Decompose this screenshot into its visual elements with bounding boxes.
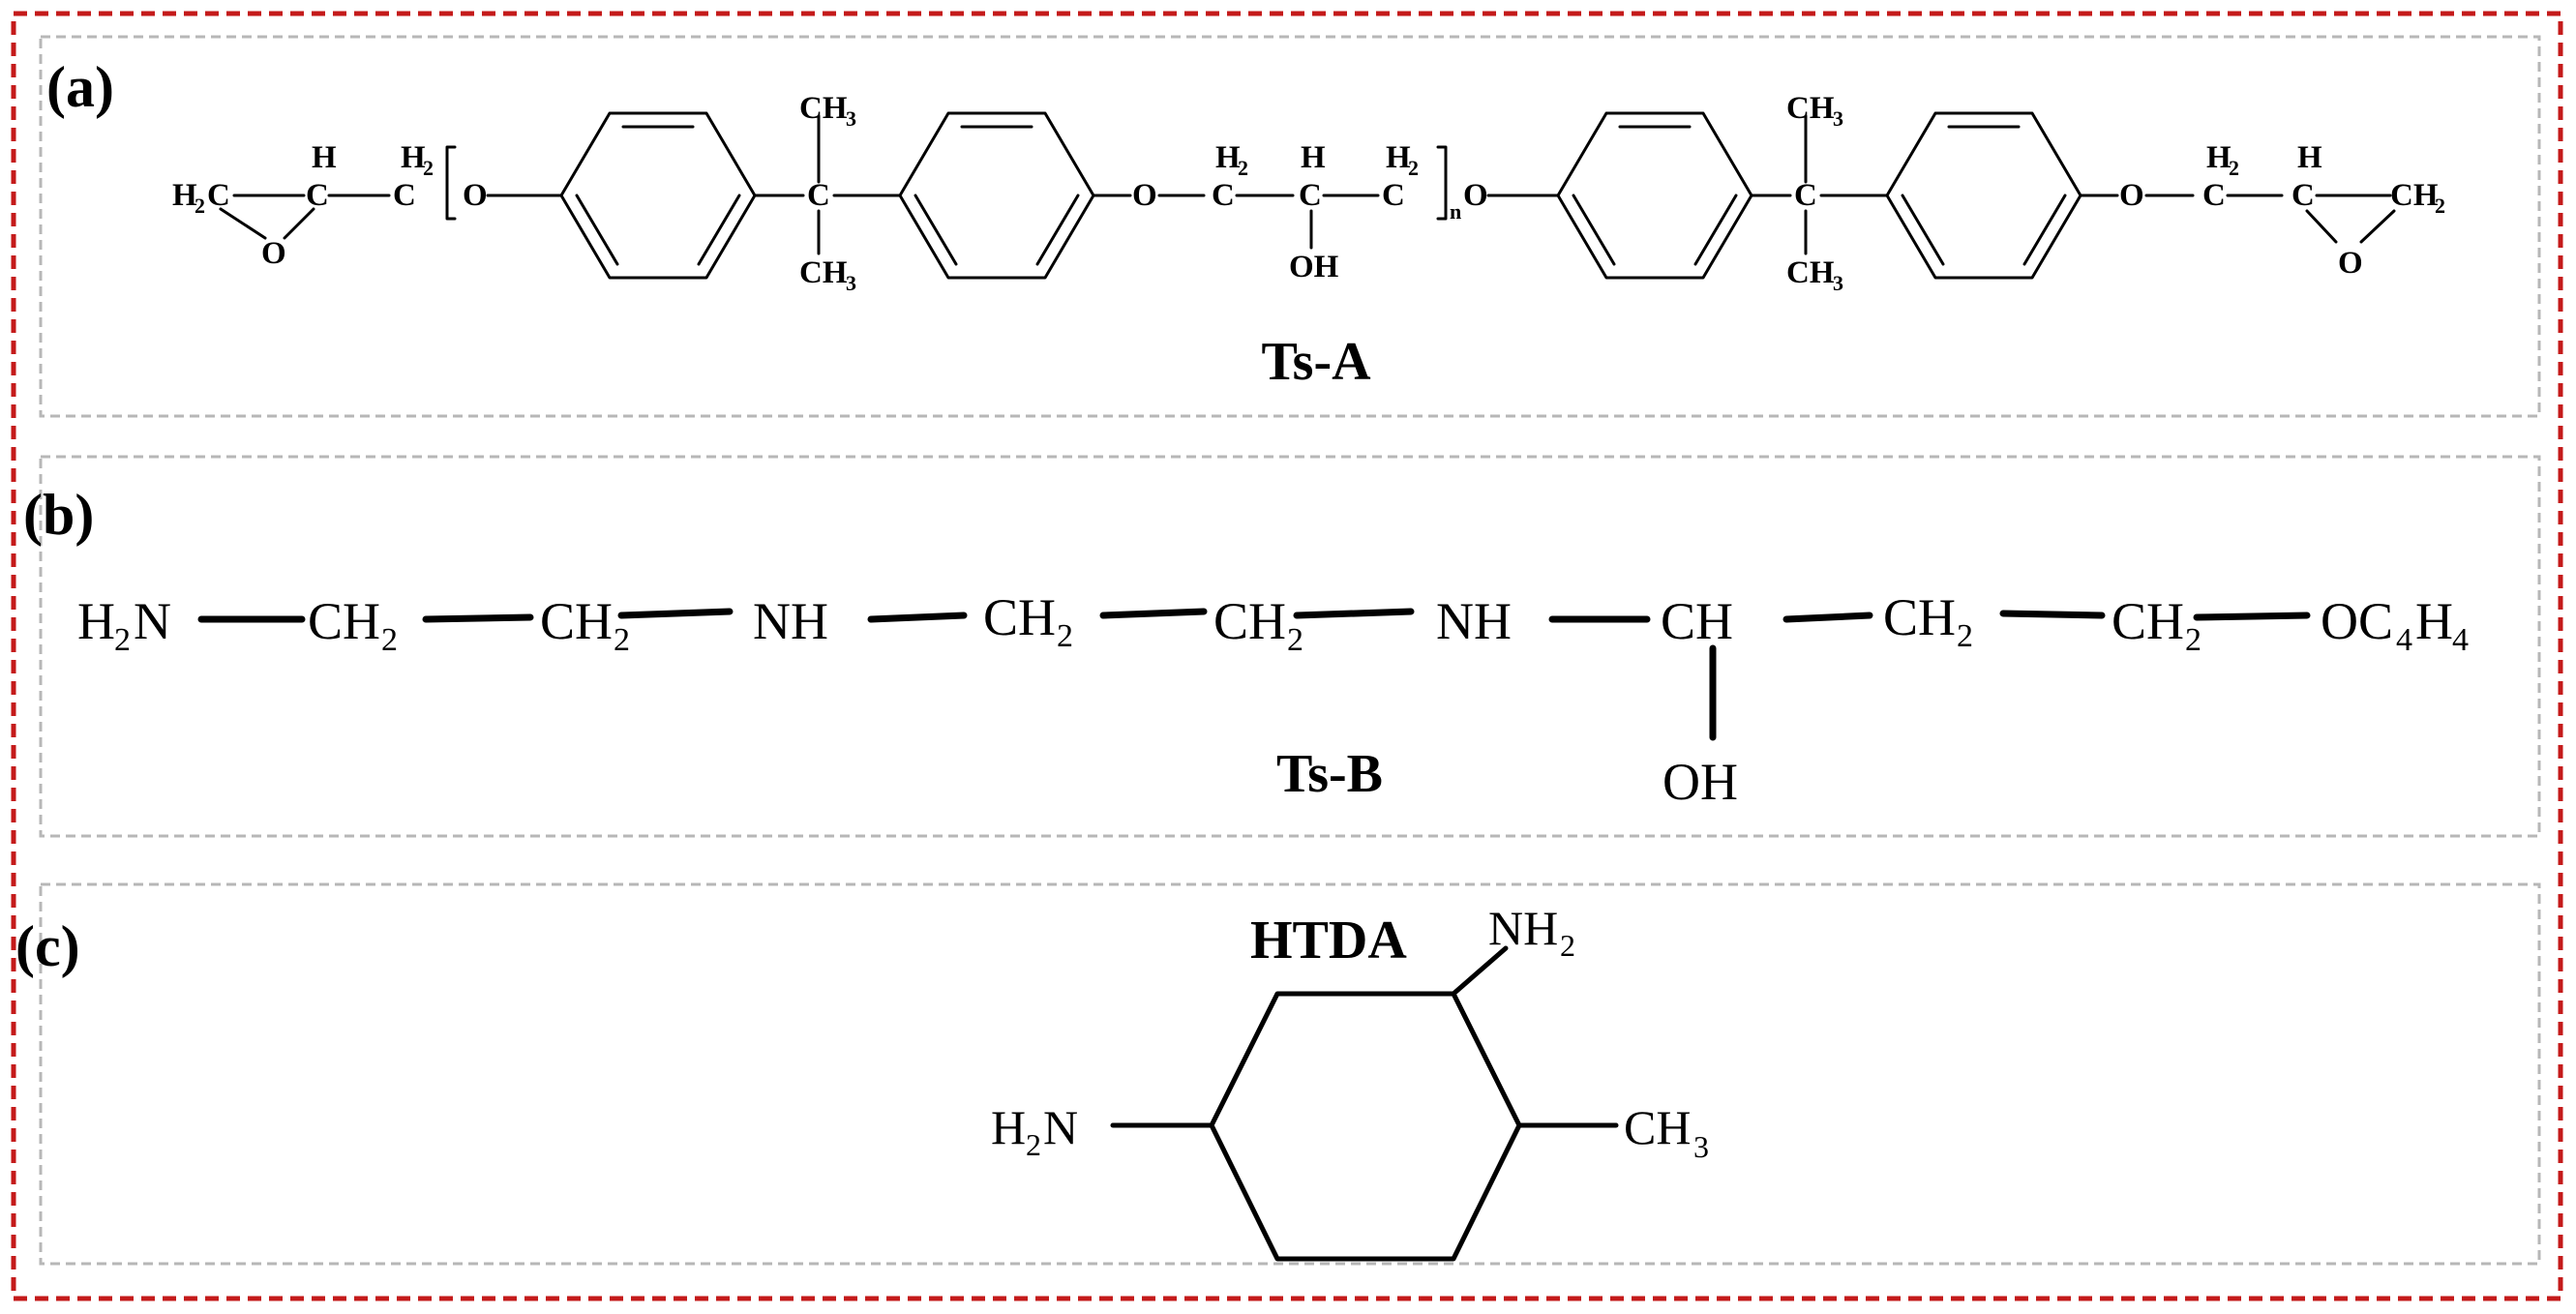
b-nh-1: NH (753, 592, 828, 650)
a-quat-c2: C (1794, 178, 1817, 213)
panel-c-frame (39, 882, 2541, 1266)
b-ch2-2-sub: 2 (614, 622, 630, 658)
a-quat2-top-ch: CH (1786, 91, 1835, 126)
a-r1-sub: 2 (2229, 156, 2239, 180)
a-quat2-bot-ch: CH (1786, 255, 1835, 290)
a-quat1-top-sub: 3 (846, 106, 856, 131)
a-o-right2: O (2119, 178, 2144, 213)
a-quat1-bot-sub: 3 (846, 271, 856, 295)
a-r1-c: C (2202, 178, 2226, 213)
panel-b-label: (b) (23, 483, 94, 547)
b-ch2-1-sub: 2 (381, 622, 398, 658)
a-quat2-top-sub: 3 (1833, 106, 1843, 131)
a-ch2-sub: 2 (423, 156, 434, 180)
a-m2-c: C (1299, 178, 1322, 213)
panel-b-frame (39, 455, 2541, 838)
b-h2n-h: H (77, 592, 115, 650)
b-h2n-sub: 2 (114, 622, 131, 658)
a-o-right1: O (1463, 178, 1488, 213)
b-oh: OH (1662, 753, 1738, 811)
c-h2n-h: H (991, 1100, 1026, 1154)
b-ch2-6-sub: 2 (2185, 622, 2202, 658)
a-ch2-c: C (393, 178, 416, 213)
a-ch2-h: H (401, 140, 426, 175)
a-r3-ch: CH (2390, 178, 2439, 213)
panel-c-label: (c) (15, 914, 80, 978)
b-oc-sub2: 4 (2452, 622, 2469, 658)
b-ch: CH (1661, 592, 1733, 650)
a-r2-c: C (2291, 178, 2315, 213)
a-ch-h: H (312, 140, 337, 175)
b-ch2-4-sub: 2 (1287, 622, 1303, 658)
a-m3-c: C (1382, 178, 1405, 213)
htda-structure: HTDA NH 2 H 2 N CH 3 (991, 901, 1709, 1262)
b-oc-h: H (2415, 592, 2453, 650)
a-h2c-left-sub: 2 (195, 194, 205, 218)
a-epoxide-o-right: O (2338, 246, 2363, 281)
a-epoxide-o-left: O (261, 236, 286, 271)
a-repeat-n: n (1450, 199, 1461, 224)
a-r1-h: H (2206, 140, 2232, 175)
ts-b-name: Ts-B (1276, 744, 1383, 804)
a-m1-sub: 2 (1238, 156, 1248, 180)
b-ch2-2: CH (540, 592, 613, 650)
a-quat2-bot-sub: 3 (1833, 271, 1843, 295)
b-ch2-5: CH (1883, 588, 1956, 646)
c-h2n-sub: 2 (1026, 1127, 1041, 1162)
a-m1-c: C (1212, 178, 1235, 213)
c-h2n-n: N (1043, 1100, 1078, 1154)
cyclohexane-ring (1209, 991, 1522, 1262)
b-oc-sub1: 4 (2396, 622, 2412, 658)
htda-name: HTDA (1250, 911, 1407, 971)
a-o-mid: O (1132, 178, 1157, 213)
ts-b-structure: H 2 N CH 2 CH 2 NH CH 2 CH 2 NH CH OH CH… (77, 588, 2469, 811)
b-h2n-n: N (134, 592, 171, 650)
c-nh2-top: NH (1488, 901, 1558, 955)
a-m3-h: H (1386, 140, 1411, 175)
c-ch3-sub: 3 (1693, 1129, 1709, 1164)
c-nh2-top-sub: 2 (1560, 928, 1575, 963)
panel-a-frame (39, 35, 2541, 418)
a-ch-c: C (306, 178, 329, 213)
b-nh-2: NH (1436, 592, 1512, 650)
b-ch2-1: CH (308, 592, 380, 650)
a-h2c-left-h: H (172, 178, 197, 213)
b-ch2-6: CH (2112, 592, 2184, 650)
panel-a-label: (a) (46, 55, 114, 119)
c-ch3: CH (1624, 1100, 1691, 1154)
ts-a-structure: H 2 C H C O H 2 C O C CH 3 CH 3 (172, 91, 2445, 392)
b-oc: OC (2321, 592, 2393, 650)
a-r2-h: H (2297, 140, 2322, 175)
a-h2c-left-c: C (207, 178, 230, 213)
b-ch2-5-sub: 2 (1957, 618, 1973, 654)
a-m2-h: H (1301, 140, 1326, 175)
ts-a-name: Ts-A (1261, 332, 1371, 392)
a-o-left: O (463, 178, 488, 213)
b-ch2-3-sub: 2 (1057, 618, 1073, 654)
a-m3-sub: 2 (1408, 156, 1419, 180)
a-quat1-bot-ch: CH (799, 255, 848, 290)
b-ch2-3: CH (983, 588, 1056, 646)
b-ch2-4: CH (1213, 592, 1286, 650)
a-quat-c1: C (807, 178, 830, 213)
a-quat1-top-ch: CH (799, 91, 848, 126)
a-r3-sub: 2 (2435, 194, 2445, 218)
a-m1-h: H (1215, 140, 1241, 175)
a-oh: OH (1289, 250, 1339, 284)
